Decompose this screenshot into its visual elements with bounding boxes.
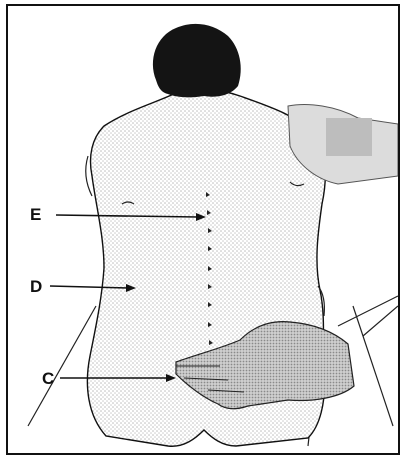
hair (153, 24, 241, 97)
label-d: D (30, 278, 42, 295)
back-illustration (8, 6, 398, 453)
label-e: E (30, 206, 41, 223)
label-c: C (42, 370, 54, 387)
figure-frame: E D C (6, 4, 400, 455)
